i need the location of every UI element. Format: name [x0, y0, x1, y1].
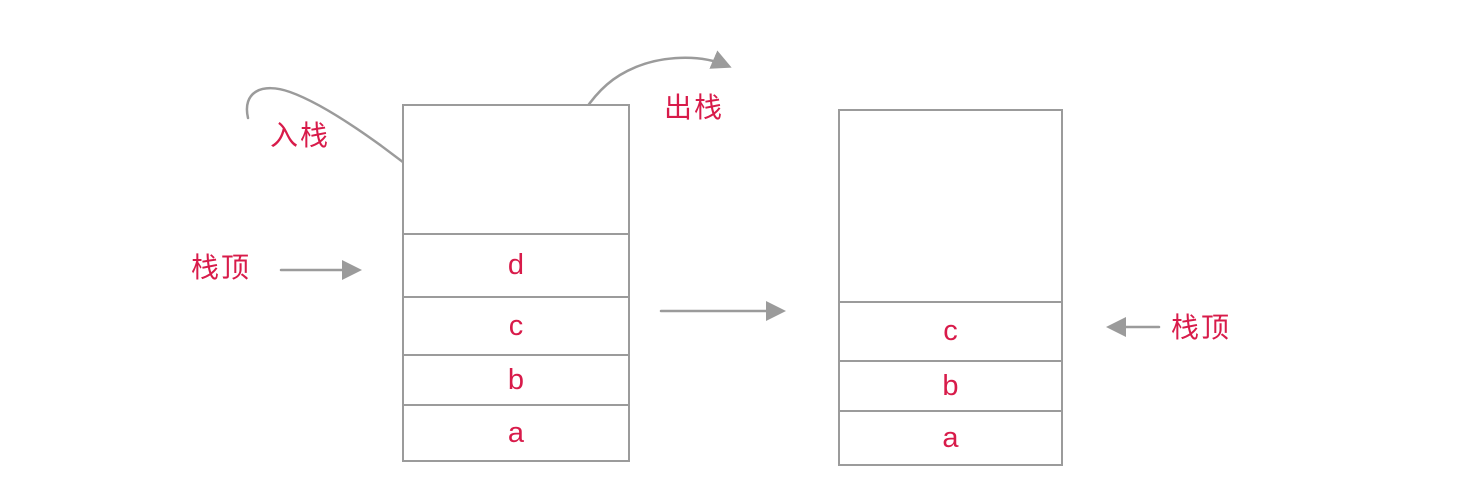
pop-label: 出栈: [664, 92, 725, 123]
stack-cell: c: [840, 301, 1061, 360]
stack-cell: a: [840, 410, 1061, 464]
stack-cell: b: [404, 354, 628, 404]
stack-top-label-right: 栈顶: [1171, 312, 1232, 343]
stack-empty-space: [404, 106, 628, 233]
stack-cell: c: [404, 296, 628, 354]
stack-before: d c b a: [402, 104, 630, 462]
stack-after: c b a: [838, 109, 1063, 466]
stack-empty-space: [840, 111, 1061, 301]
stack-top-label-left: 栈顶: [191, 252, 252, 283]
stack-cell: b: [840, 360, 1061, 410]
stack-cell: a: [404, 404, 628, 460]
push-label: 入栈: [270, 120, 331, 151]
stack-cell: d: [404, 233, 628, 296]
